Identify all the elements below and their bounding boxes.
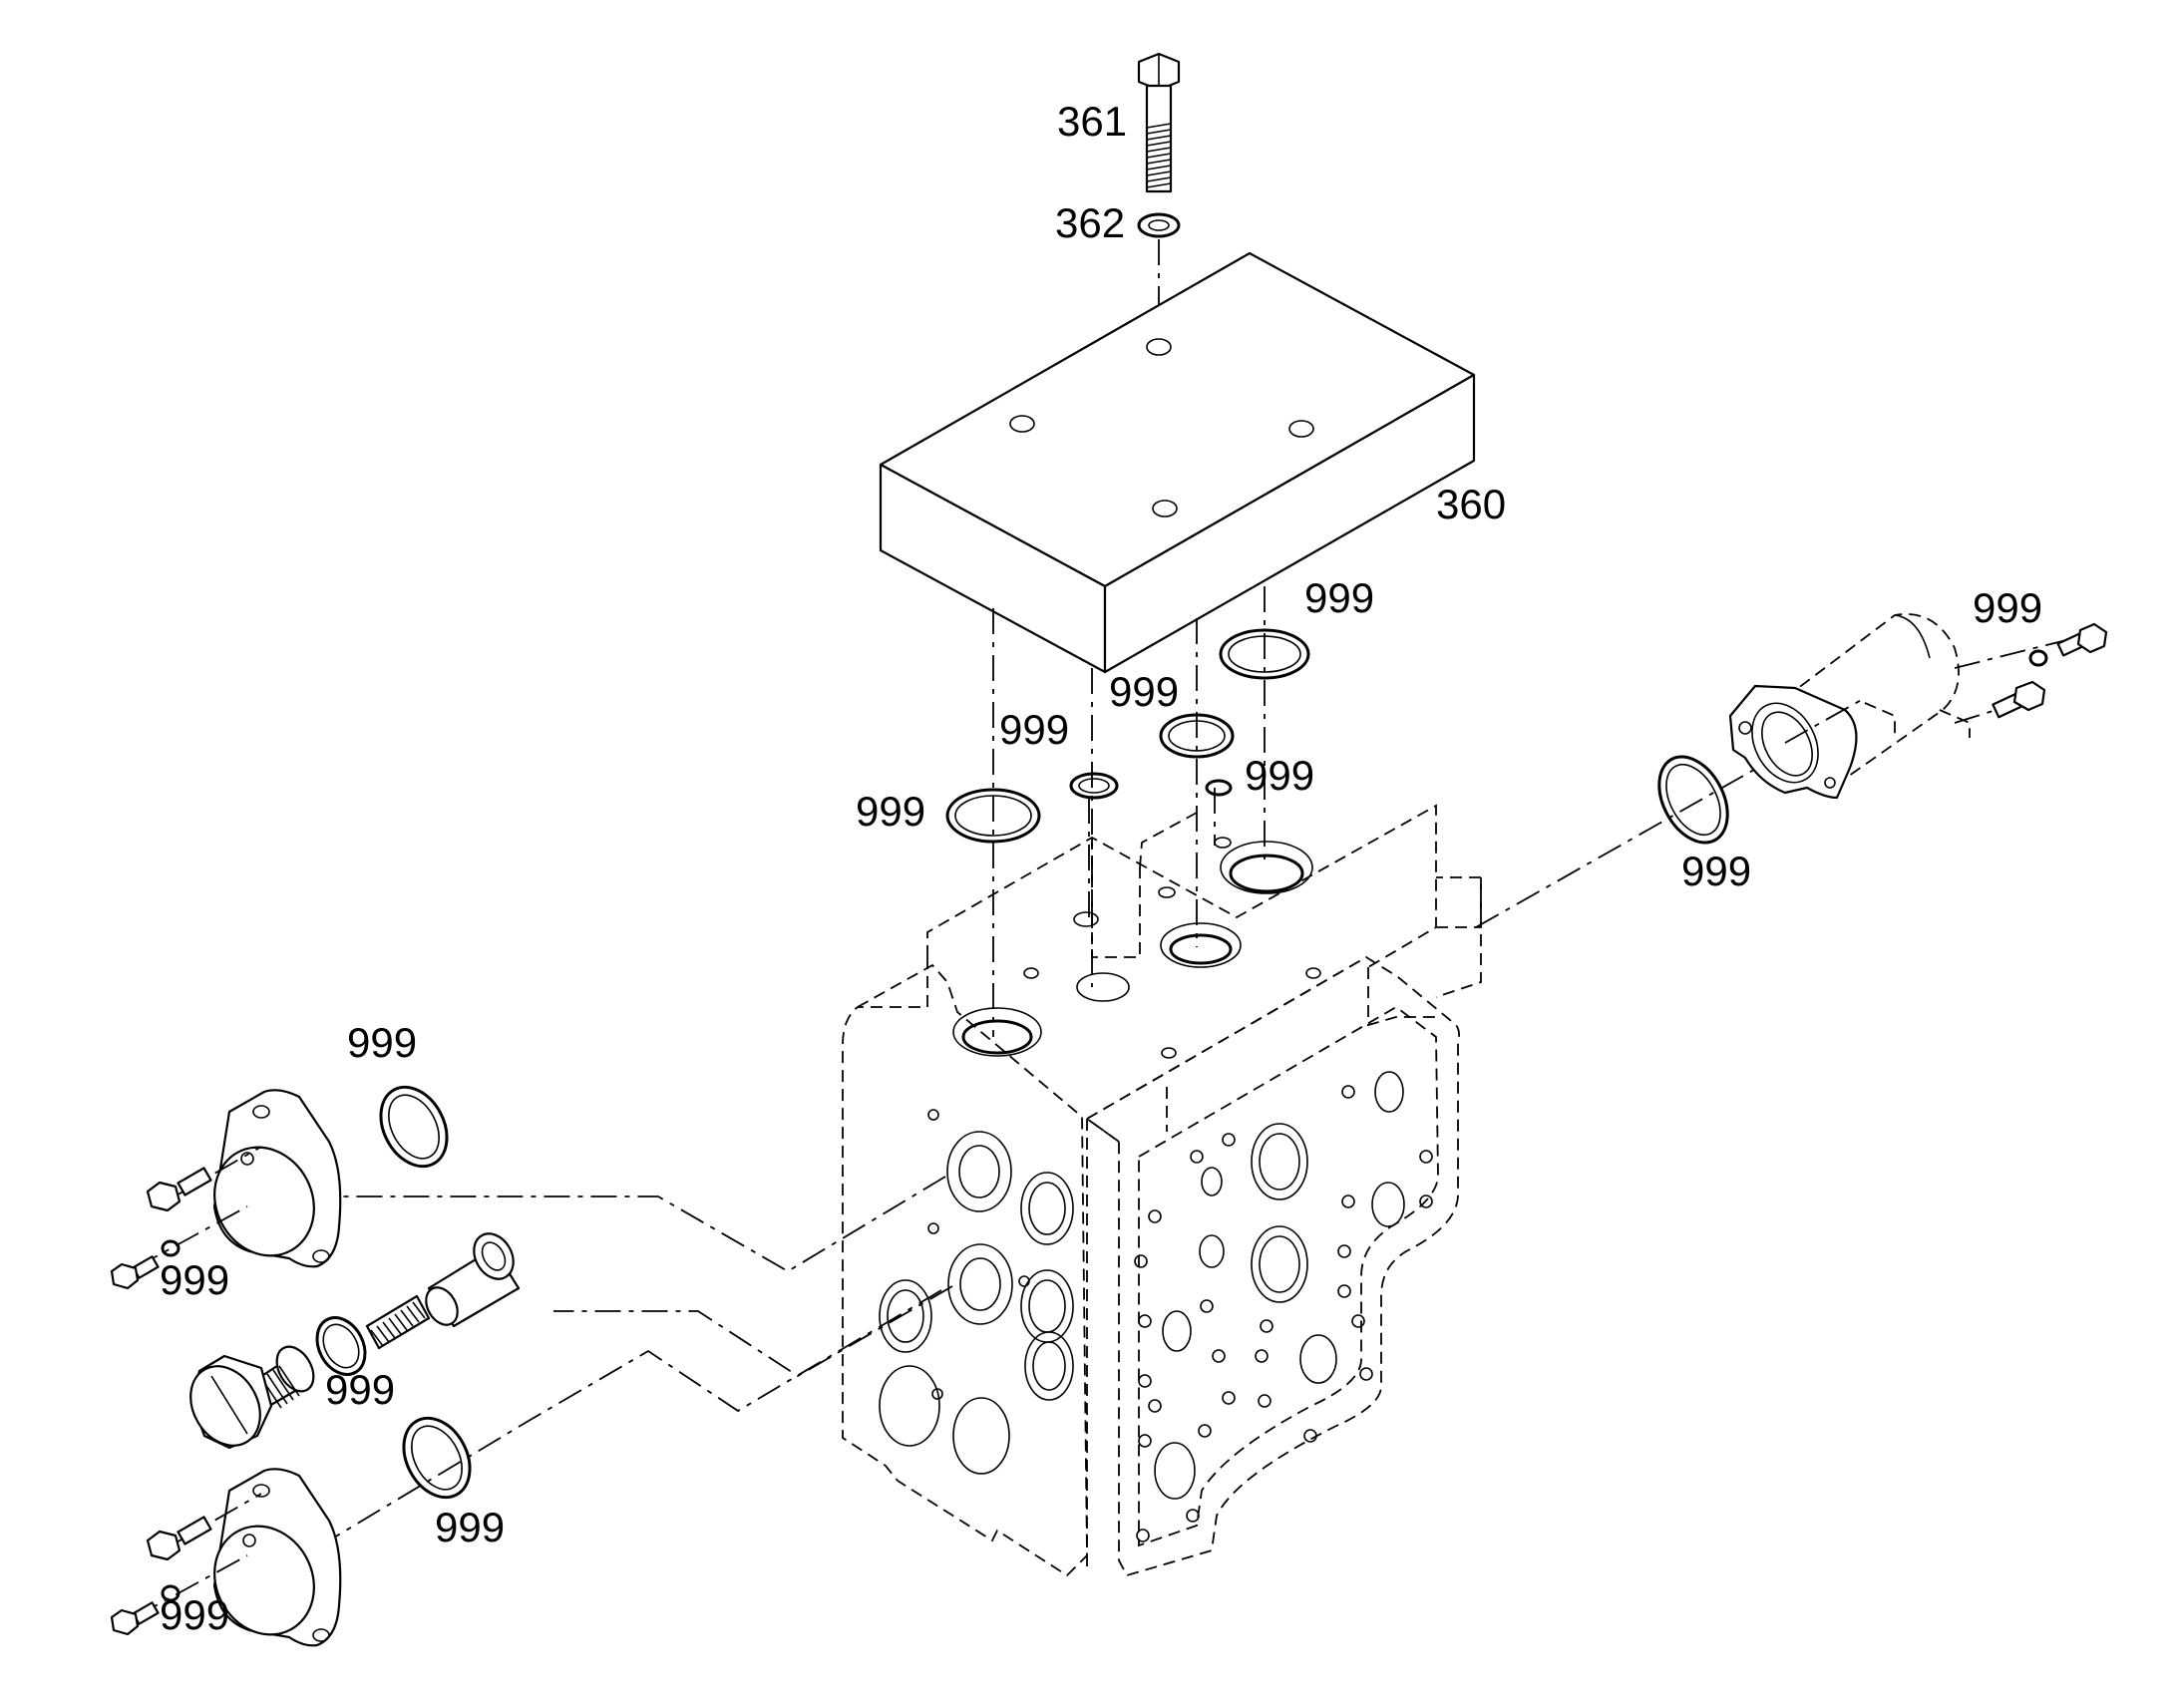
o-ring-left-mid[interactable] (307, 1309, 374, 1383)
label-999-top-mid: 999 (1109, 668, 1179, 715)
label-999-small-ring: 999 (1245, 752, 1314, 799)
o-ring-top-b[interactable] (1069, 772, 1119, 800)
label-999-left-upper-ring: 999 (347, 1019, 417, 1066)
label-999-left-lower-screw: 999 (160, 1591, 229, 1638)
spring[interactable] (365, 1294, 431, 1350)
screw-left-upper-b[interactable] (110, 1205, 248, 1290)
cover-plate-360[interactable] (879, 251, 1476, 674)
o-ring-top-e[interactable] (1219, 628, 1310, 680)
plug[interactable] (177, 1340, 321, 1458)
screw-right-lower[interactable] (1954, 680, 2046, 724)
screw-left-lower-b[interactable] (110, 1554, 248, 1636)
o-ring-left-upper[interactable] (368, 1076, 460, 1178)
label-999-top-right: 999 (1304, 574, 1374, 621)
flange-cover-lower[interactable] (195, 1468, 342, 1652)
label-361: 361 (1057, 98, 1127, 145)
screw-right-upper[interactable] (1954, 622, 2108, 669)
screw-left-upper-a[interactable] (146, 1146, 262, 1212)
o-ring-top-a[interactable] (945, 788, 1041, 844)
top-port-mid (1160, 922, 1242, 968)
washer-362[interactable] (1137, 212, 1181, 238)
label-999-left-upper-screw: 999 (160, 1256, 229, 1303)
label-999-left-lower-ring: 999 (435, 1504, 505, 1550)
screw-left-lower-a[interactable] (146, 1493, 262, 1561)
solenoid-cartridge[interactable] (1728, 613, 1971, 800)
label-362: 362 (1055, 199, 1125, 246)
o-ring-top-d[interactable] (1205, 779, 1233, 797)
flange-cover-upper[interactable] (195, 1089, 342, 1273)
top-port-back (1220, 841, 1313, 894)
o-ring-top-c[interactable] (1159, 713, 1235, 759)
bolt-361[interactable] (1137, 52, 1181, 193)
o-ring-left-lower[interactable] (391, 1407, 483, 1509)
valve-body (842, 804, 1482, 1577)
o-ring-right[interactable] (1645, 745, 1741, 854)
spool-piston[interactable] (420, 1226, 522, 1330)
label-999-solenoid-ring: 999 (1681, 848, 1751, 894)
label-999-left-mid-ring: 999 (325, 1366, 395, 1413)
label-360: 360 (1436, 481, 1506, 527)
label-999-solenoid-screw: 999 (1973, 584, 2042, 631)
label-999-top-left: 999 (999, 706, 1069, 753)
label-999-top-far-left: 999 (856, 788, 925, 835)
top-port-front (952, 1007, 1042, 1057)
